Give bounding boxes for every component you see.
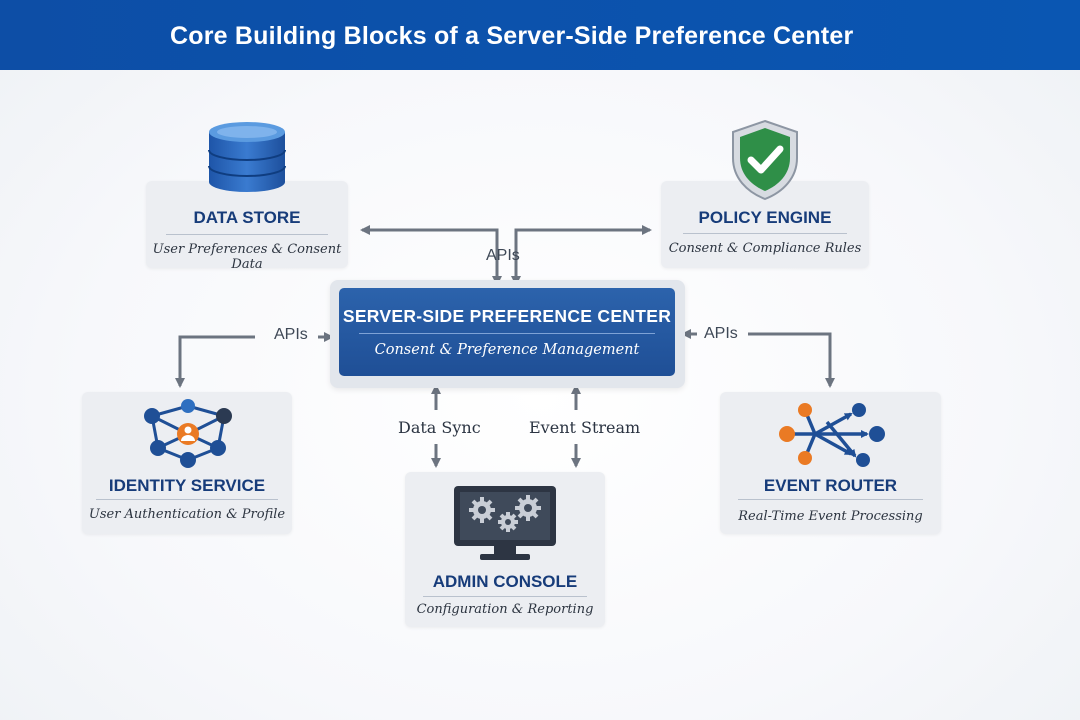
- center-subtitle: Consent & Preference Management: [374, 342, 640, 358]
- data-sync-label: Data Sync: [398, 418, 481, 437]
- center-title: SERVER-SIDE PREFERENCE CENTER: [342, 306, 672, 326]
- policy-engine-divider: [683, 233, 847, 234]
- apis-label-left: APIs: [274, 326, 308, 343]
- admin-console-subtitle: Configuration & Reporting: [416, 602, 594, 617]
- identity-network-icon: [144, 399, 232, 468]
- policy-engine-title: POLICY ENGINE: [698, 208, 832, 227]
- arrow-center-to-policy-engine: [514, 225, 652, 278]
- event-stream-label: Event Stream: [529, 418, 641, 437]
- monitor-gears-icon: [454, 486, 556, 560]
- data-store-title: DATA STORE: [193, 208, 301, 227]
- apis-label-top: APIs: [486, 247, 520, 264]
- admin-console-divider: [423, 596, 587, 597]
- event-router-subtitle: Real-Time Event Processing: [738, 509, 923, 524]
- event-router-title: EVENT ROUTER: [763, 476, 898, 495]
- arrow-to-identity-service: [175, 335, 255, 388]
- data-store-divider: [166, 234, 328, 235]
- identity-service-divider: [96, 499, 278, 500]
- database-icon: [208, 122, 286, 192]
- identity-service-subtitle: User Authentication & Profile: [88, 507, 286, 522]
- data-store-card[interactable]: DATA STORE User Preferences & Consent Da…: [146, 181, 348, 272]
- admin-console-title: ADMIN CONSOLE: [432, 572, 578, 591]
- data-store-subtitle: User Preferences & Consent Data: [152, 242, 342, 272]
- event-router-divider: [738, 499, 923, 500]
- policy-engine-subtitle: Consent & Compliance Rules: [668, 241, 862, 256]
- header-bar: Core Building Blocks of a Server-Side Pr…: [0, 0, 1080, 70]
- page-title: Core Building Blocks of a Server-Side Pr…: [170, 22, 854, 50]
- server-side-preference-center-box[interactable]: SERVER-SIDE PREFERENCE CENTER Consent & …: [339, 288, 675, 376]
- arrow-center-to-data-store: [360, 225, 499, 278]
- apis-label-right: APIs: [704, 325, 738, 342]
- arrow-to-event-router: [748, 332, 835, 388]
- identity-service-title: IDENTITY SERVICE: [108, 476, 266, 495]
- event-router-icon: [779, 403, 885, 467]
- event-router-card[interactable]: EVENT ROUTER Real-Time Event Processing: [720, 392, 941, 534]
- shield-check-icon: [732, 119, 798, 201]
- center-divider: [359, 333, 655, 334]
